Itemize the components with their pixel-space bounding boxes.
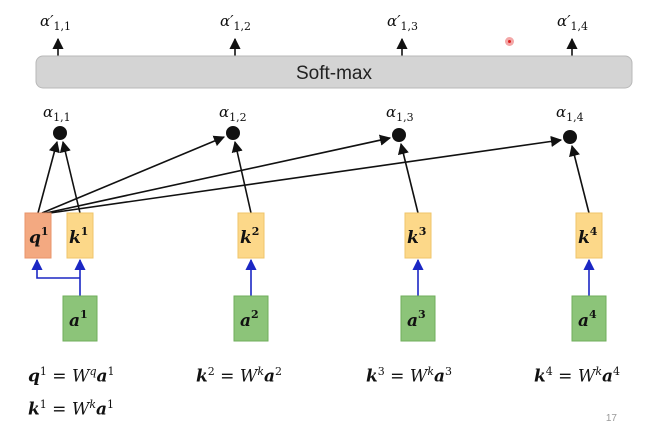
key-label-k2: k2 — [240, 225, 259, 248]
score-label-3: α1,3 — [386, 103, 414, 124]
laser-pointer-dot — [505, 37, 514, 46]
key-label-k3: k3 — [407, 225, 426, 248]
input-label-a4: a4 — [578, 308, 597, 331]
input-label-a3: a3 — [407, 308, 426, 331]
k3-to-node-3-arrow — [397, 142, 419, 214]
output-label-3: α′1,3 — [387, 12, 418, 33]
a1-to-q1-arrow — [31, 258, 80, 279]
query-label-q1: q1 — [29, 225, 49, 248]
score-label-2: α1,2 — [219, 103, 247, 124]
input-box-a2 — [233, 295, 269, 342]
output-label-4: α′1,4 — [557, 12, 588, 33]
equation-k3: k3 = Wka3 — [366, 365, 453, 387]
score-label-4: α1,4 — [556, 103, 584, 124]
dot-product-node-4 — [563, 130, 577, 144]
q1-to-node-1-arrow — [37, 140, 60, 214]
output-label-2: α′1,2 — [220, 12, 251, 33]
q1-to-node-2-arrow — [41, 135, 226, 214]
softmax-label: Soft-max — [296, 63, 373, 84]
dot-product-node-3 — [392, 128, 406, 142]
softmax-bar — [35, 55, 633, 89]
k4-to-node-4-arrow — [569, 144, 590, 214]
k1-to-node-1-arrow — [59, 140, 81, 214]
q1-to-node-4-arrow — [49, 135, 563, 214]
input-label-a2: a2 — [240, 308, 259, 331]
score-label-1: α1,1 — [43, 103, 71, 124]
input-box-a4 — [571, 295, 607, 342]
input-label-a1: a1 — [69, 308, 88, 331]
equation-k4: k4 = Wka4 — [534, 365, 621, 387]
key-box-k1 — [66, 212, 94, 259]
k2-to-node-2-arrow — [231, 140, 252, 214]
key-box-k4 — [575, 212, 603, 259]
key-box-k2 — [237, 212, 265, 259]
equation-q1: q1 = Wqa1 — [28, 365, 115, 387]
input-box-a1 — [62, 295, 98, 342]
page-number: 17 — [605, 413, 617, 424]
key-label-k1: k1 — [69, 225, 88, 248]
equation-k2: k2 = Wka2 — [196, 365, 283, 387]
input-box-a3 — [400, 295, 436, 342]
key-label-k4: k4 — [578, 225, 598, 248]
equation-k1: k1 = Wka1 — [28, 398, 115, 420]
dot-product-node-2 — [226, 126, 240, 140]
key-box-k3 — [404, 212, 432, 259]
output-label-1: α′1,1 — [40, 12, 71, 33]
query-box-q1 — [24, 212, 52, 259]
q1-to-node-3-arrow — [45, 134, 392, 214]
dot-product-node-1 — [53, 126, 67, 140]
